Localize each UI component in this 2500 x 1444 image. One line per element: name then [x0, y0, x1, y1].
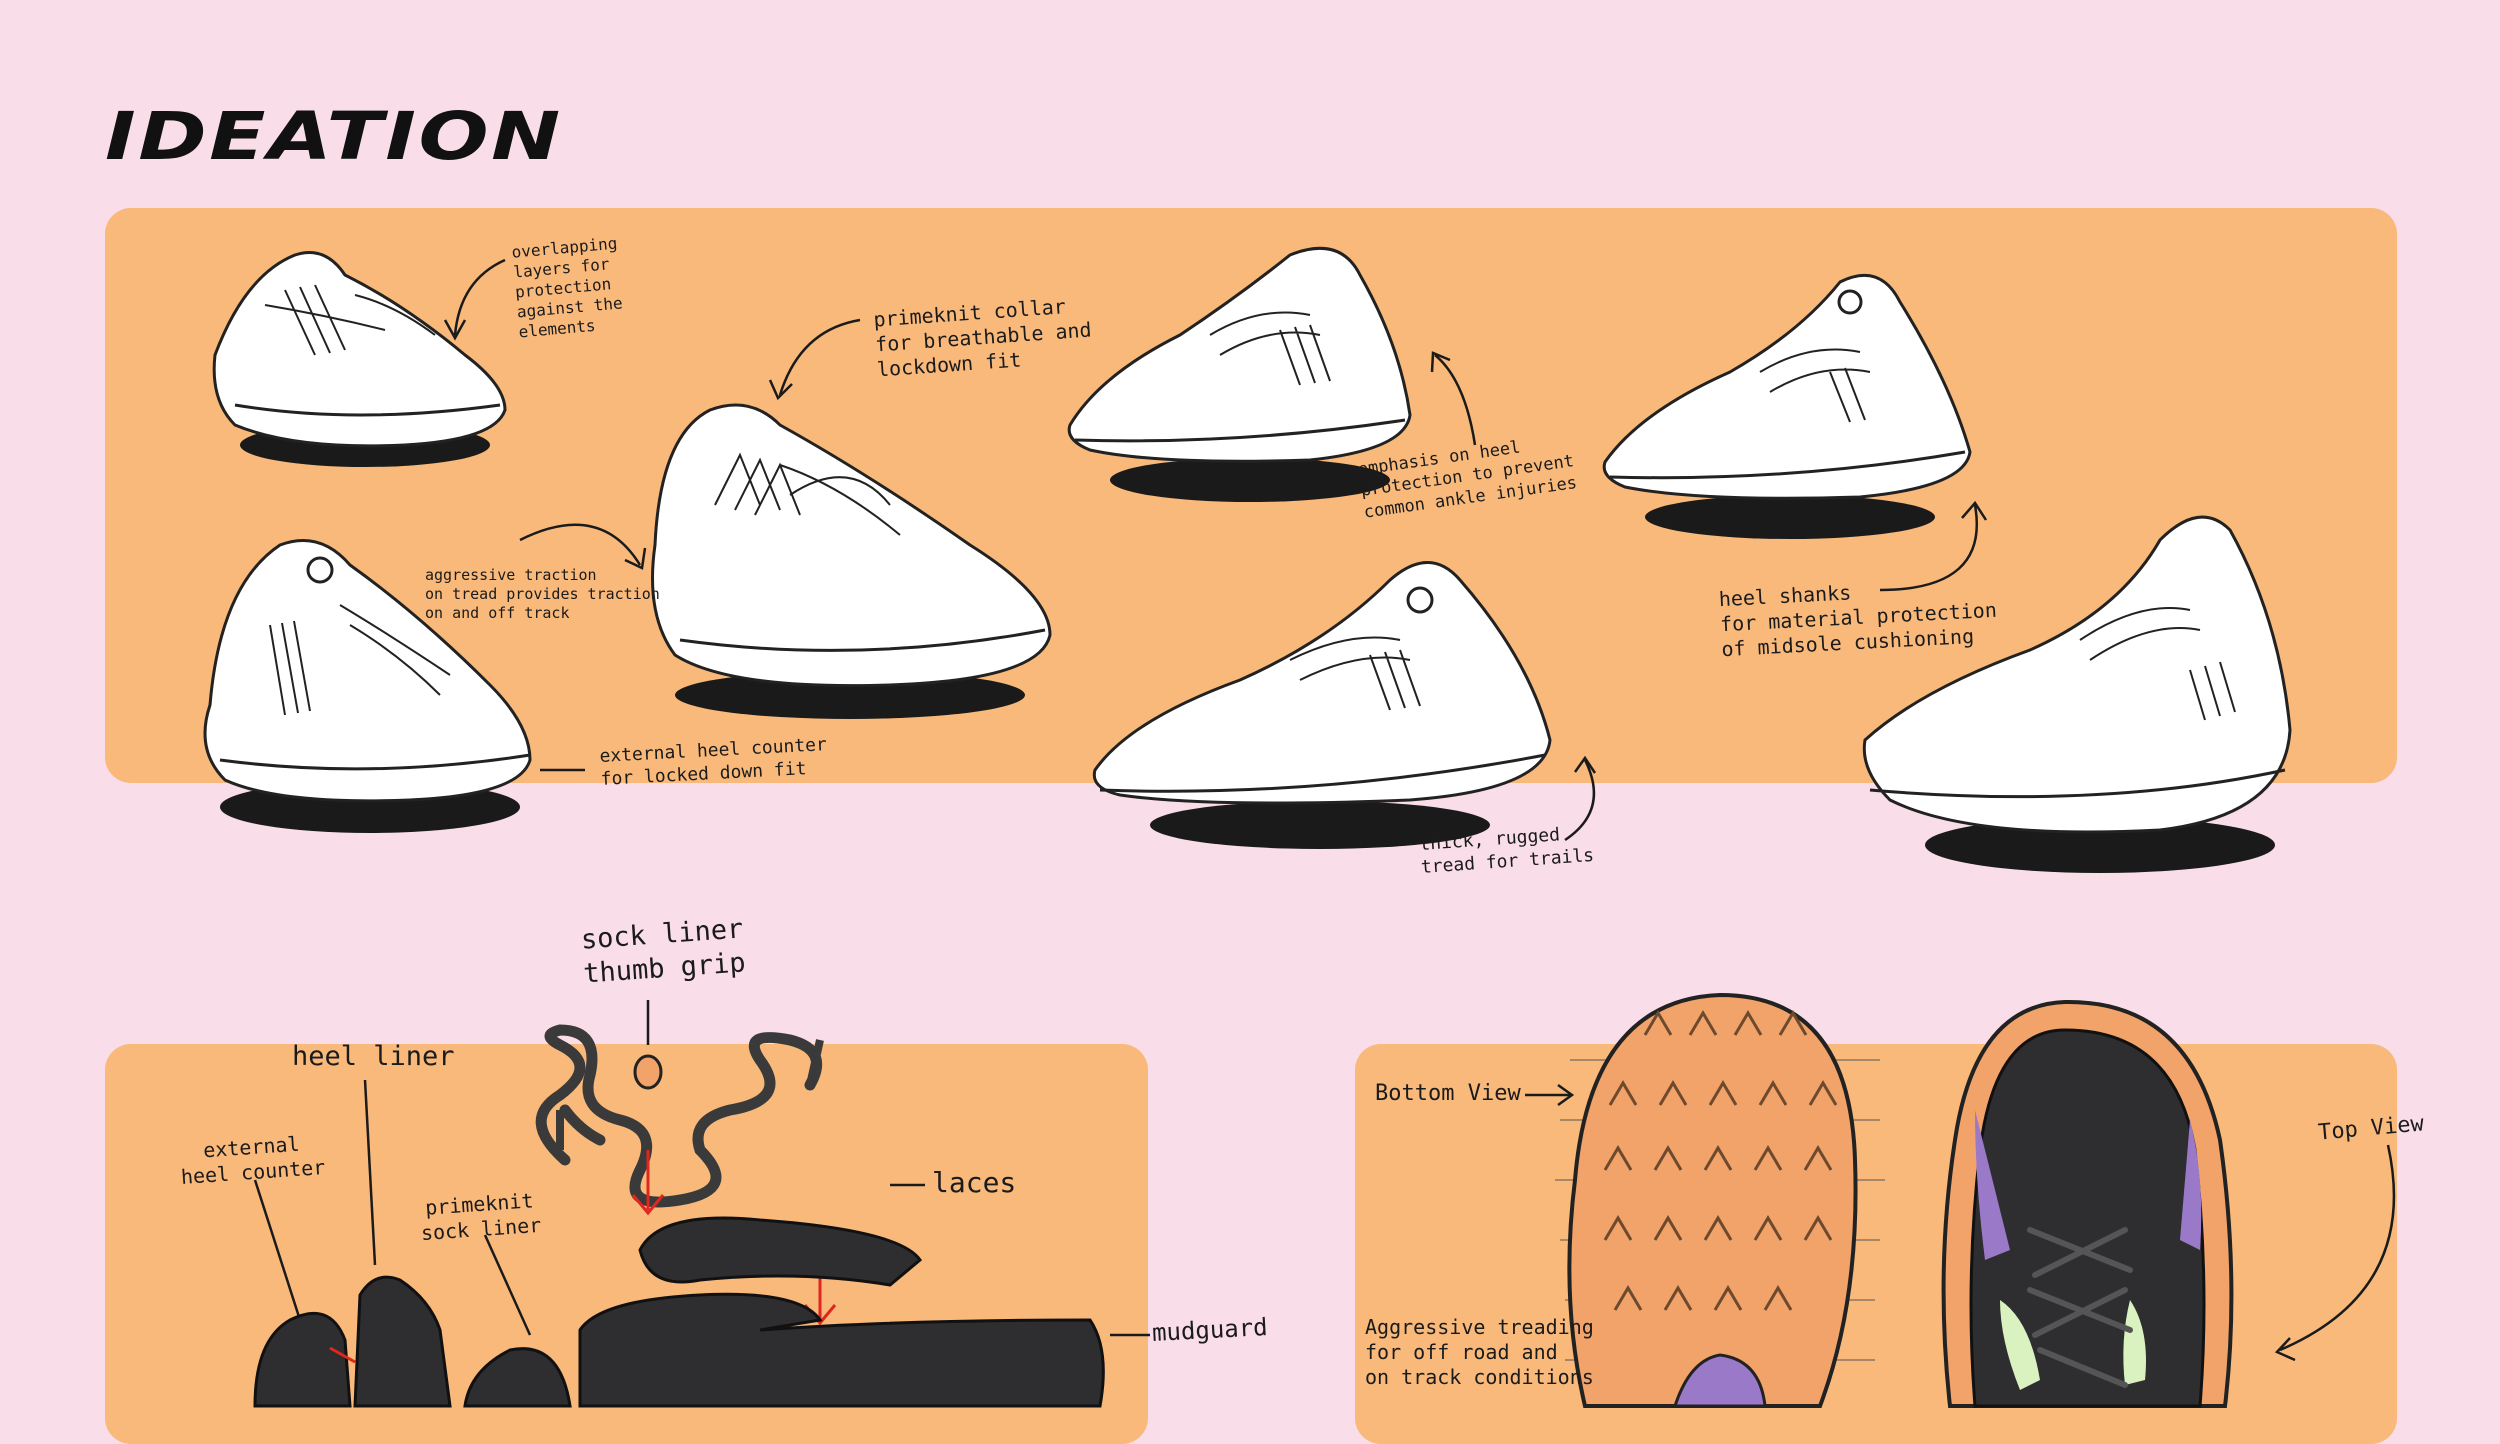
shoe-sketch-7	[1862, 515, 2292, 873]
shoe-sketch-3	[651, 403, 1052, 719]
shoe-sketch-6	[1602, 273, 1972, 539]
annotation-arrows	[443, 258, 1988, 842]
label-aggressive-treading: Aggressive treading for off road and on …	[1365, 1315, 1594, 1389]
label-laces: laces	[932, 1166, 1017, 1199]
shoe-sketch-2	[203, 539, 532, 833]
label-bottom-view: Bottom View	[1375, 1081, 1521, 1106]
label-heel-liner: heel liner	[292, 1041, 455, 1072]
shoe-sketch-4	[1067, 246, 1412, 502]
exploded-view-drawing	[253, 1000, 1150, 1408]
shoe-sketch-5	[1092, 561, 1552, 849]
page-title: IDEATION	[105, 98, 563, 175]
views-drawing	[1525, 992, 2396, 1408]
note-aggressive-traction: aggressive traction on tread provides tr…	[425, 566, 660, 622]
shoe-sketch-1	[212, 251, 507, 467]
